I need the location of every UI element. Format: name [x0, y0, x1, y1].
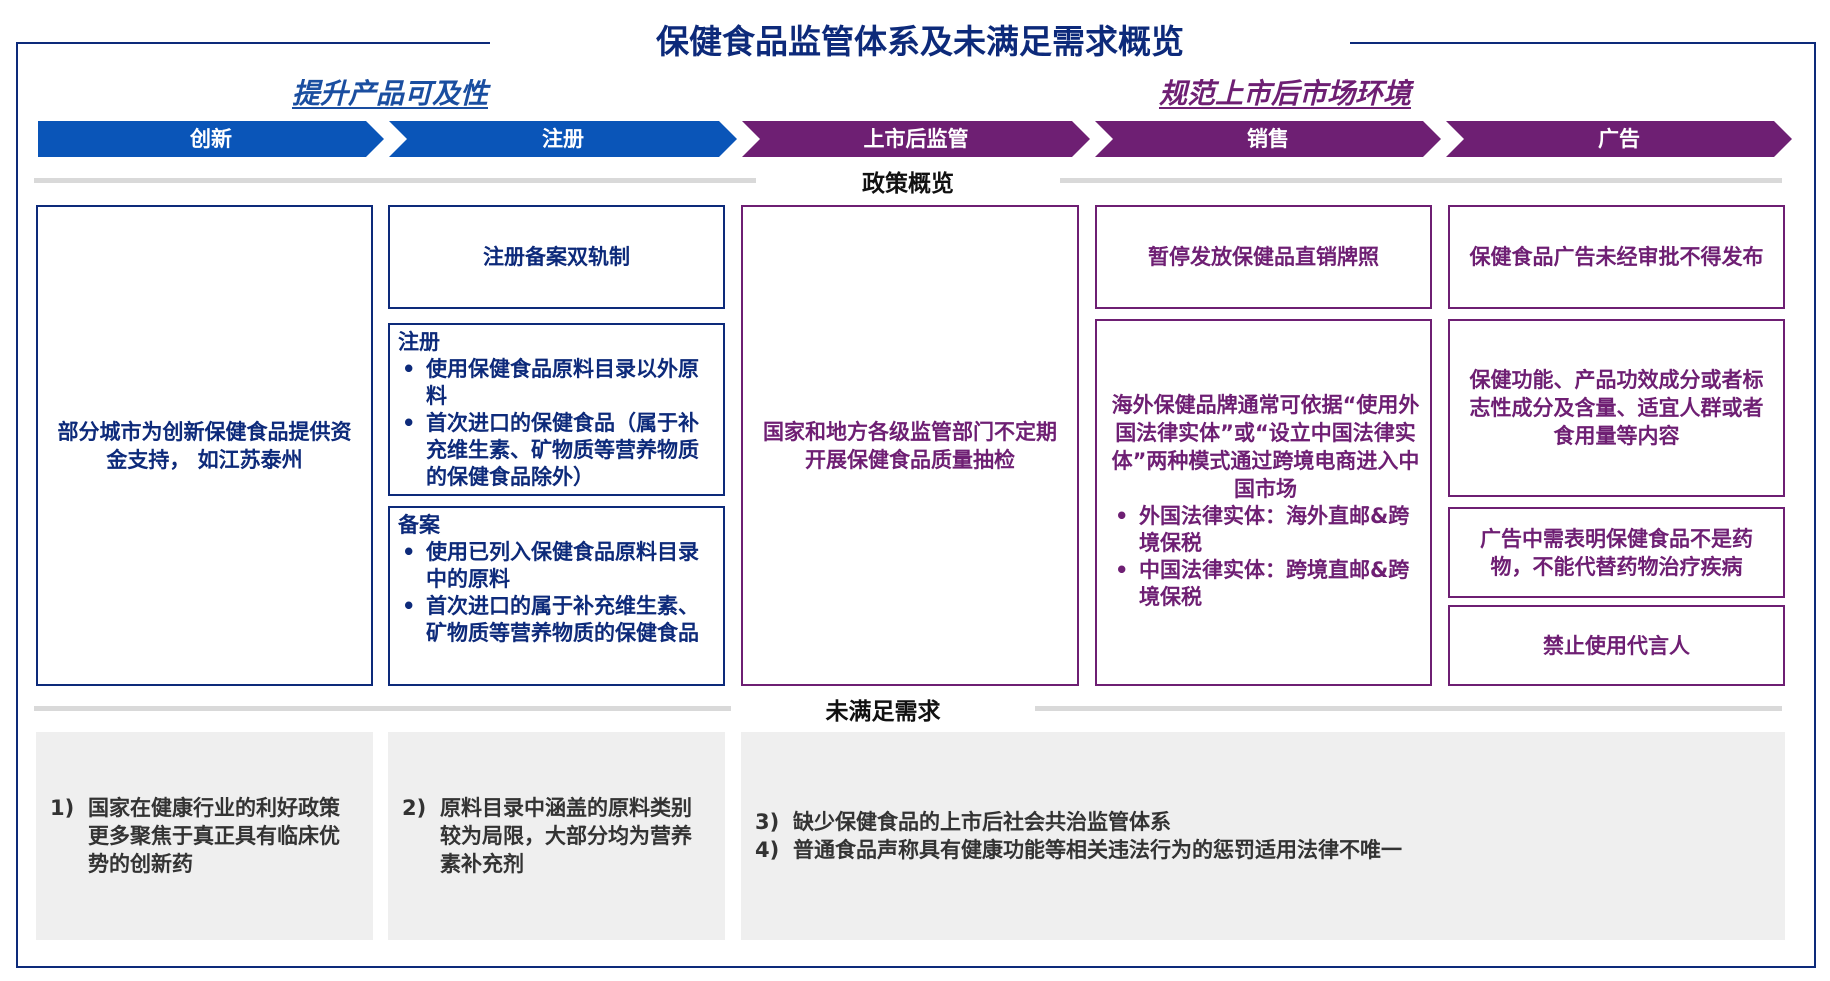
unmet-rule-right [1035, 706, 1782, 711]
sales-header-box: 暂停发放保健品直销牌照 [1095, 205, 1432, 309]
policy-rule-right [1060, 178, 1782, 183]
registration-header-box: 注册备案双轨制 [388, 205, 725, 309]
need-panel-market: 3) 缺少保健食品的上市后社会共治监管体系 4) 普通食品声称具有健康功能等相关… [741, 732, 1785, 940]
list-item: •使用已列入保健食品原料目录中的原料 [402, 540, 699, 591]
stage-ads: 广告 [1446, 121, 1792, 157]
list-item: •首次进口的属于补充维生素、矿物质等营养物质的保健食品 [402, 594, 699, 645]
list-item: •首次进口的保健食品（属于补充维生素、矿物质等营养物质的保健食品除外） [402, 411, 699, 489]
filing-title: 备案 [398, 513, 440, 537]
register-box: 注册 •使用保健食品原料目录以外原料 •首次进口的保健食品（属于补充维生素、矿物… [388, 323, 725, 496]
ads-box-content: 保健功能、产品功效成分或者标志性成分及含量、适宜人群或者食用量等内容 [1448, 319, 1785, 497]
innovation-text: 部分城市为创新保健食品提供资金支持， 如江苏泰州 [57, 419, 352, 472]
register-title: 注册 [398, 330, 440, 354]
list-item: 4) 普通食品声称具有健康功能等相关违法行为的惩罚适用法律不唯一 [755, 838, 1402, 862]
list-item: •中国法律实体：跨境直邮&跨境保税 [1115, 558, 1410, 609]
innovation-box: 部分城市为创新保健食品提供资金支持， 如江苏泰州 [36, 205, 373, 686]
ads-box-no-endorser: 禁止使用代言人 [1448, 605, 1785, 686]
need-panel-innovation: 1) 国家在健康行业的利好政策更多聚焦于真正具有临床优势的创新药 [36, 732, 373, 940]
sales-header: 暂停发放保健品直销牌照 [1148, 245, 1379, 269]
unmet-label: 未满足需求 [825, 699, 941, 725]
post-market-text: 国家和地方各级监管部门不定期开展保健食品质量抽检 [763, 419, 1057, 472]
need-panel-registration: 2) 原料目录中涵盖的原料类别较为局限，大部分均为营养素补充剂 [388, 732, 725, 940]
stage-registration: 注册 [389, 121, 737, 157]
filing-box: 备案 •使用已列入保健食品原料目录中的原料 •首次进口的属于补充维生素、矿物质等… [388, 506, 725, 686]
post-market-box: 国家和地方各级监管部门不定期开展保健食品质量抽检 [741, 205, 1079, 686]
list-item: 2) 原料目录中涵盖的原料类别较为局限，大部分均为营养素补充剂 [402, 796, 692, 876]
unmet-rule-left [34, 706, 731, 711]
list-item: •使用保健食品原料目录以外原料 [402, 357, 699, 408]
ads-box-not-drug: 广告中需表明保健食品不是药物，不能代替药物治疗疾病 [1448, 507, 1785, 598]
sales-detail-box: 海外保健品牌通常可依据“使用外国法律实体”或“设立中国法律实体”两种模式通过跨境… [1095, 319, 1432, 686]
ads-box-approval: 保健食品广告未经审批不得发布 [1448, 205, 1785, 309]
section-head-market: 规范上市后市场环境 [1158, 77, 1411, 110]
sales-intro: 海外保健品牌通常可依据“使用外国法律实体”或“设立中国法律实体”两种模式通过跨境… [1111, 393, 1420, 501]
title-mask [490, 20, 1350, 64]
section-head-access: 提升产品可及性 [291, 77, 488, 110]
stage-sales: 销售 [1095, 121, 1441, 157]
registration-header: 注册备案双轨制 [483, 245, 630, 269]
list-item: 3) 缺少保健食品的上市后社会共治监管体系 [755, 810, 1171, 834]
list-item: •外国法律实体：海外直邮&跨境保税 [1115, 504, 1410, 555]
policy-rule-left [34, 178, 756, 183]
stage-post-market: 上市后监管 [742, 121, 1090, 157]
stage-innovation: 创新 [38, 121, 384, 157]
policy-label: 政策概览 [862, 171, 954, 197]
page-title: 保健食品监管体系及未满足需求概览 [656, 22, 1184, 61]
list-item: 1) 国家在健康行业的利好政策更多聚焦于真正具有临床优势的创新药 [50, 796, 340, 876]
